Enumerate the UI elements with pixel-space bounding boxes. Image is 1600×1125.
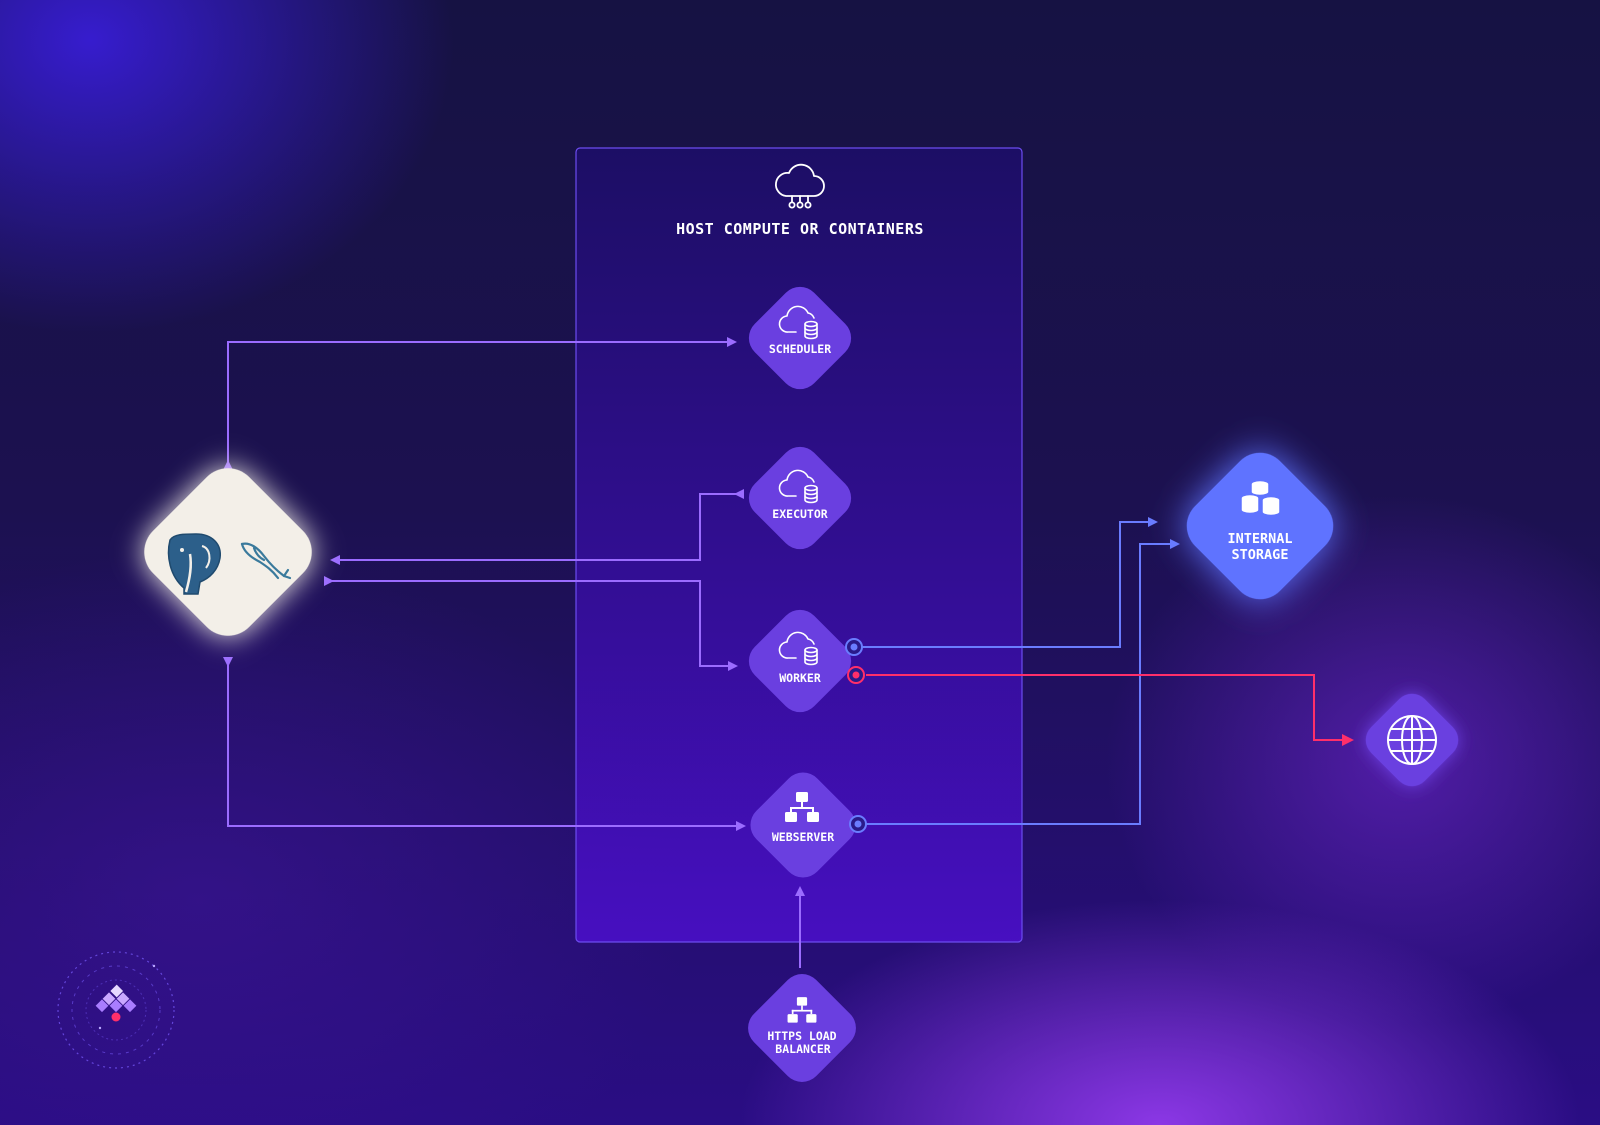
worker-node[interactable]: WORKER: [741, 602, 860, 721]
astronomer-logo-icon: [57, 951, 175, 1069]
internet-node[interactable]: [1358, 686, 1465, 793]
worker-blue-port-dot: [850, 643, 858, 651]
webserver-blue-port-dot: [854, 820, 862, 828]
blue-links: [862, 517, 1180, 825]
container-title: HOST COMPUTE OR CONTAINERS: [676, 220, 924, 238]
worker-red-port-dot: [852, 671, 860, 679]
internal-storage-node[interactable]: INTERNAL STORAGE: [1175, 441, 1345, 611]
internal-storage-label-line2: STORAGE: [1232, 547, 1289, 563]
worker-label: WORKER: [779, 671, 821, 685]
scheduler-label: SCHEDULER: [769, 342, 831, 356]
link-db-scheduler: [223, 337, 737, 470]
internal-storage-label-line1: INTERNAL: [1227, 531, 1292, 547]
cloud-database-icon: [778, 305, 818, 340]
coins-stack-icon: [1240, 479, 1281, 517]
sitemap-icon: [787, 997, 817, 1023]
scheduler-node[interactable]: SCHEDULER: [741, 279, 860, 398]
globe-icon: [1387, 715, 1437, 765]
link-webserver-storage: [866, 539, 1180, 825]
executor-label: EXECUTOR: [772, 507, 827, 521]
executor-node[interactable]: EXECUTOR: [741, 439, 860, 558]
link-db-webserver: [223, 657, 746, 831]
load-balancer-node[interactable]: HTTPS LOAD BALANCER: [740, 966, 864, 1090]
database-node[interactable]: [132, 456, 324, 648]
mysql-dolphin-icon: [240, 542, 292, 580]
load-balancer-label-line2: BALANCER: [775, 1042, 830, 1056]
purple-links: [223, 337, 805, 968]
link-executor-db: [330, 489, 744, 565]
sitemap-icon: [785, 792, 819, 822]
link-worker-internet: [866, 674, 1354, 746]
load-balancer-label-line1: HTTPS LOAD: [767, 1029, 836, 1043]
webserver-label: WEBSERVER: [772, 830, 834, 844]
cloud-network-icon: [775, 163, 825, 209]
cloud-database-icon: [778, 469, 818, 504]
link-worker-storage: [862, 517, 1158, 648]
cloud-database-icon: [778, 631, 818, 666]
webserver-node[interactable]: WEBSERVER: [742, 764, 864, 886]
postgresql-elephant-icon: [167, 533, 221, 595]
